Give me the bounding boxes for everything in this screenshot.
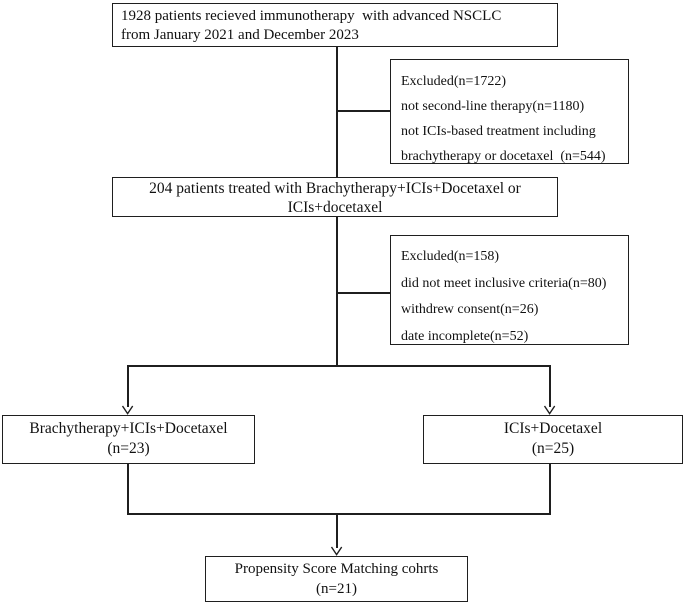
connector-branch-excluded-second: [336, 292, 390, 294]
node-excluded-second: Excluded(n=158) did not meet inclusive c…: [390, 235, 629, 345]
connector-arm-right-to-merge: [549, 463, 551, 514]
arrow-down-icon: [543, 405, 556, 415]
node-excluded-first-line-2: not second-line therapy(n=1180): [401, 99, 585, 114]
node-arm-icis: ICIs+Docetaxel (n=25): [423, 415, 683, 464]
node-arm-icis-line-2: (n=25): [531, 440, 575, 457]
node-excluded-second-line-1: Excluded(n=158): [401, 249, 500, 264]
node-treated-line-2: ICIs+docetaxel: [287, 199, 383, 216]
node-excluded-second-line-3: withdrew consent(n=26): [401, 302, 539, 317]
node-excluded-first-line-3: not ICIs-based treatment including: [401, 124, 596, 139]
connector-arm-left-to-merge: [127, 463, 129, 514]
connector-split-to-arm-left: [127, 365, 129, 407]
node-treated: 204 patients treated with Brachytherapy+…: [112, 177, 558, 217]
node-psm-cohort-line-1: Propensity Score Matching cohrts: [234, 561, 439, 577]
node-psm-cohort-line-2: (n=21): [316, 581, 357, 597]
node-excluded-first: Excluded(n=1722) not second-line therapy…: [390, 59, 629, 164]
node-enrollment-line-2: from January 2021 and December 2023: [121, 27, 359, 43]
node-enrollment-line-1: 1928 patients recieved immunotherapy wit…: [121, 8, 502, 24]
connector-merge-to-psm: [336, 513, 338, 548]
node-excluded-second-line-2: did not meet inclusive criteria(n=80): [401, 275, 607, 291]
connector-branch-excluded-first: [336, 110, 390, 112]
connector-split-horizontal: [127, 365, 551, 367]
node-psm-cohort: Propensity Score Matching cohrts (n=21): [205, 556, 468, 602]
node-excluded-second-line-4: date incomplete(n=52): [401, 328, 529, 344]
node-treated-line-1: 204 patients treated with Brachytherapy+…: [149, 180, 521, 197]
node-arm-brachytherapy-line-1: Brachytherapy+ICIs+Docetaxel: [29, 420, 228, 437]
node-arm-brachytherapy: Brachytherapy+ICIs+Docetaxel (n=23): [2, 415, 255, 464]
node-arm-icis-line-1: ICIs+Docetaxel: [503, 420, 603, 437]
arrow-down-icon: [330, 546, 343, 556]
node-excluded-first-line-1: Excluded(n=1722): [401, 74, 507, 89]
arrow-down-icon: [121, 405, 134, 415]
connector-enrollment-to-treated: [336, 47, 338, 177]
connector-merge-horizontal: [127, 513, 551, 515]
node-arm-brachytherapy-line-2: (n=23): [107, 440, 150, 457]
node-enrollment: 1928 patients recieved immunotherapy wit…: [112, 3, 558, 47]
connector-split-to-arm-right: [549, 365, 551, 407]
connector-treated-to-split: [336, 217, 338, 366]
node-excluded-first-line-4: brachytherapy or docetaxel (n=544): [401, 149, 606, 164]
